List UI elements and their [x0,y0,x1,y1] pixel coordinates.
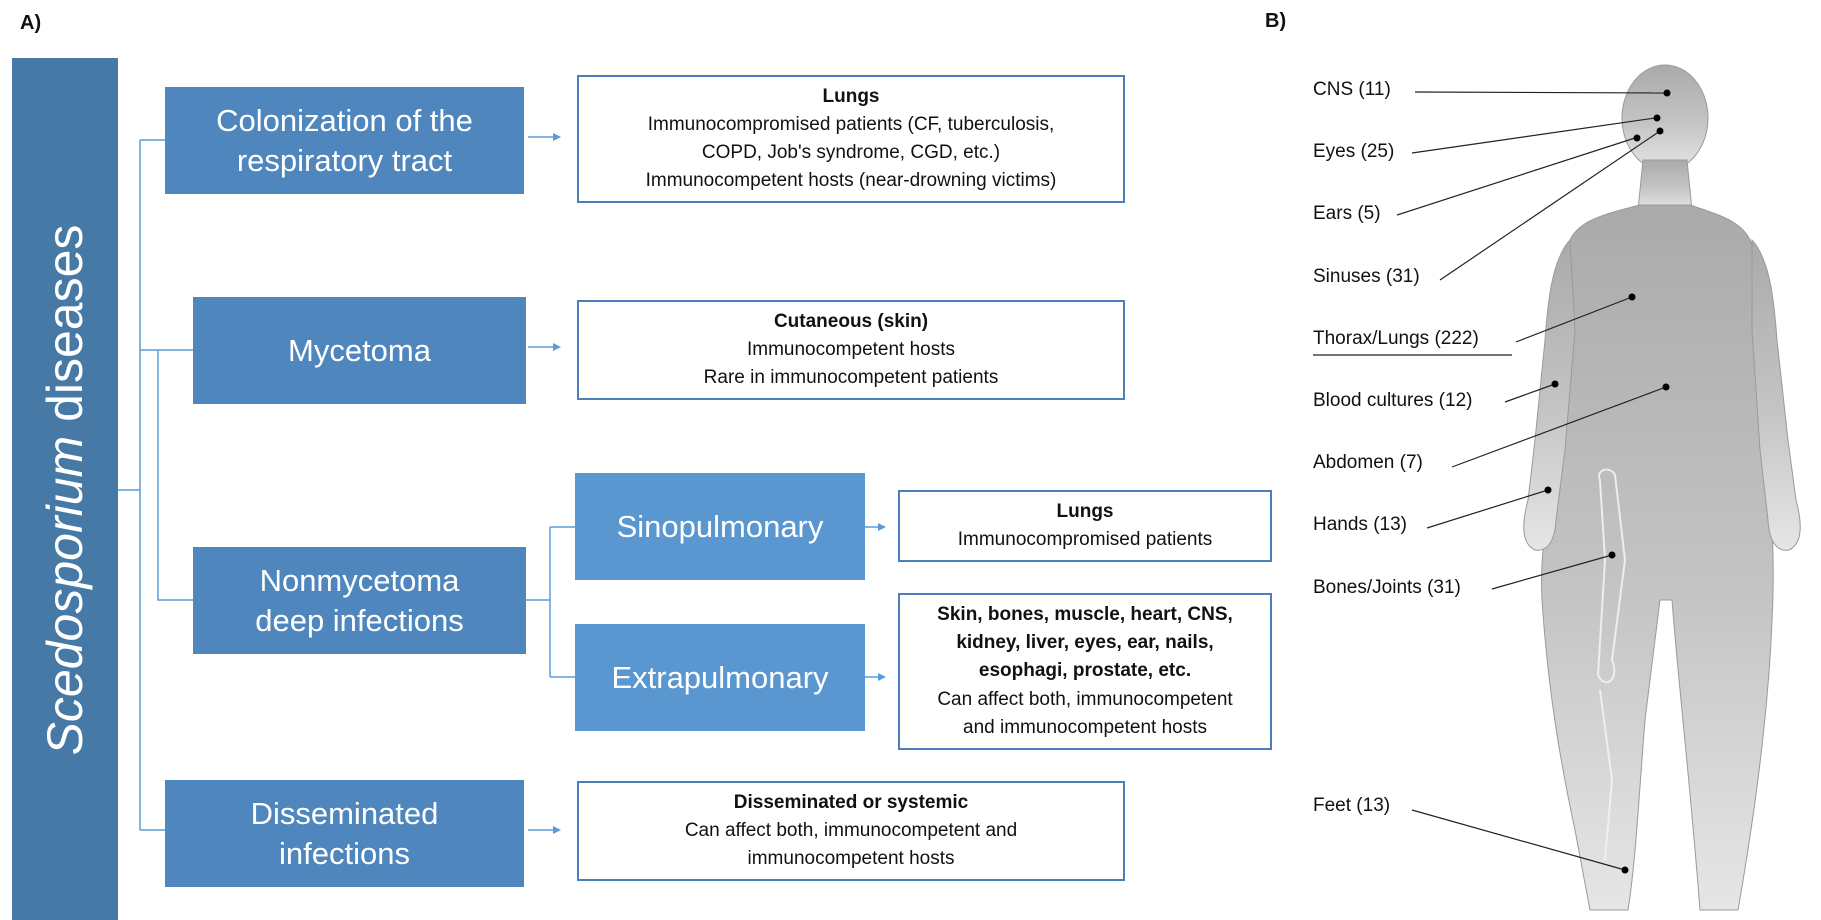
desc-disseminated: Disseminated or systemic Can affect both… [577,781,1125,881]
site-label-bones-joints: Bones/Joints (31) [1313,577,1461,598]
site-label-thorax-lungs: Thorax/Lungs (222) [1313,328,1479,349]
desc-title: esophagi, prostate, etc. [978,660,1192,682]
site-label-cns: CNS (11) [1313,79,1391,100]
site-label-abdomen: Abdomen (7) [1313,452,1423,473]
category-label: Mycetoma [288,332,431,368]
desc-line: Immunocompetent hosts [746,338,956,360]
desc-line: Immunocompetent hosts (near-drowning vic… [645,170,1057,192]
category-mycetoma: Mycetoma [193,297,526,404]
desc-line: Immunocompromised patients [957,529,1213,550]
desc-line: Rare in immunocompetent patients [703,367,999,389]
site-label-ears: Ears (5) [1313,203,1381,224]
desc-sinopulmonary: Lungs Immunocompromised patients [898,490,1272,562]
subcategory-sinopulmonary: Sinopulmonary [575,473,865,580]
desc-line: immunocompetent hosts [747,848,955,870]
subcategory-label: Sinopulmonary [616,508,824,544]
desc-line: COPD, Job's syndrome, CGD, etc.) [701,142,1001,163]
subcategory-extrapulmonary: Extrapulmonary [575,624,865,731]
desc-line: and immunocompetent hosts [963,716,1207,738]
category-label: Disseminated infections [250,795,439,871]
site-label-hands: Hands (13) [1313,514,1407,535]
subcategory-label: Extrapulmonary [611,659,829,695]
desc-line: Can affect both, immunocompetent [937,688,1233,710]
desc-title: Cutaneous (skin) [773,310,929,332]
site-label-feet: Feet (13) [1313,795,1391,816]
desc-title: kidney, liver, eyes, ear, nails, [956,632,1214,654]
desc-title: Disseminated or systemic [733,791,969,813]
desc-colonization: Lungs Immunocompromised patients (CF, tu… [577,75,1125,203]
desc-title: Lungs [1056,500,1114,522]
diseases-sidebar [12,58,118,920]
site-label-sinuses: Sinuses (31) [1313,266,1420,287]
desc-title: Lungs [822,85,880,107]
desc-mycetoma: Cutaneous (skin) Immunocompetent hosts R… [577,300,1125,400]
category-colonization: Colonization of the respiratory tract [165,87,524,194]
desc-line: Can affect both, immunocompetent and [684,819,1018,841]
desc-title: Skin, bones, muscle, heart, CNS, [937,604,1233,626]
site-label-blood-cultures: Blood cultures (12) [1313,390,1473,411]
category-label: Colonization of the respiratory tract [216,102,473,178]
desc-extrapulmonary: Skin, bones, muscle, heart, CNS, kidney,… [898,593,1272,750]
category-label: Nonmycetoma deep infections [255,562,464,638]
category-disseminated: Disseminated infections [165,780,524,887]
desc-line: Immunocompromised patients (CF, tubercul… [647,113,1055,135]
panel-a-label: A) [20,12,42,34]
category-nonmycetoma: Nonmycetoma deep infections [193,547,526,654]
site-label-eyes: Eyes (25) [1313,141,1395,162]
panel-b-label: B) [1265,10,1287,32]
